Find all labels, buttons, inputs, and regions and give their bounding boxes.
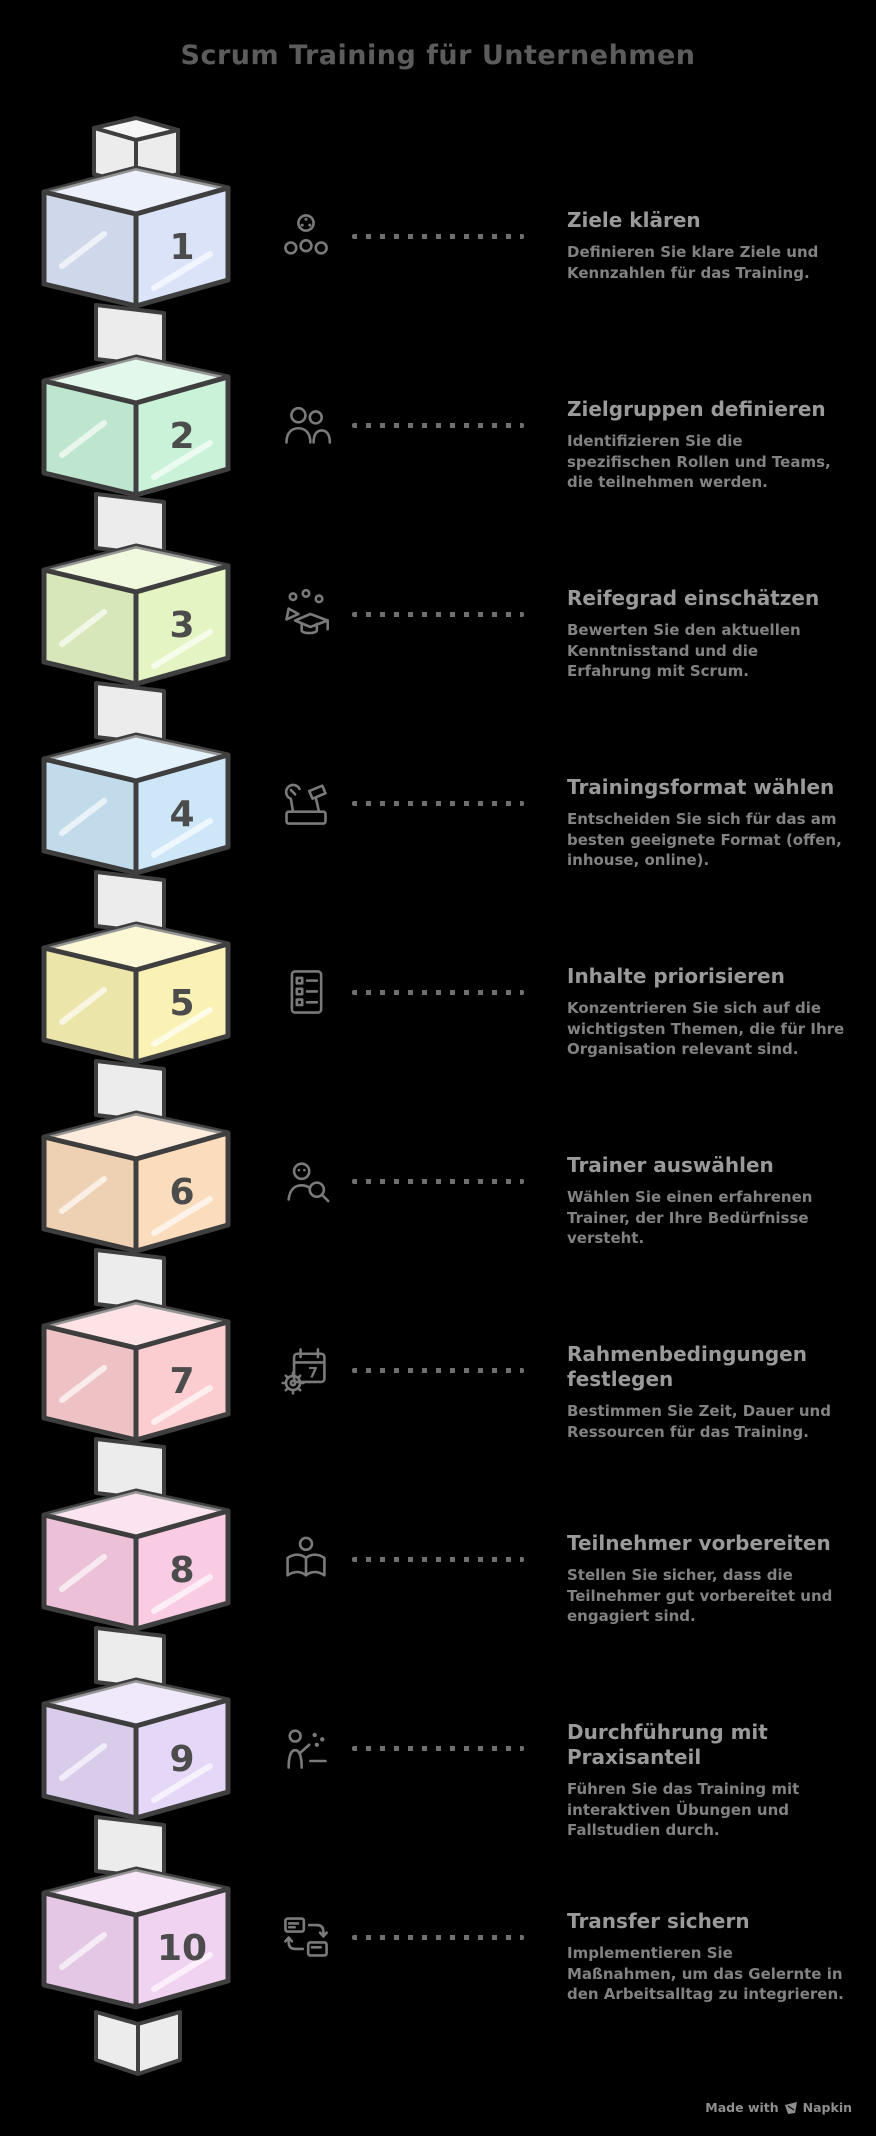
step-description: Führen Sie das Training mit interaktiven…	[567, 1780, 800, 1840]
step-row-8: 8 Teilnehmer vorbereiten Stellen Sie sic…	[0, 1435, 876, 1632]
block-cube-1: 1	[41, 116, 231, 309]
block-cube-3: 3	[41, 492, 231, 687]
step-title: Zielgruppen definieren	[567, 397, 826, 421]
dotted-connector	[352, 234, 524, 239]
dotted-connector	[352, 801, 524, 806]
step-description: Konzentrieren Sie sich auf die wichtigst…	[567, 999, 845, 1059]
transfer-icon	[276, 1907, 336, 1967]
graduation-cap-icon	[276, 584, 336, 644]
block-number: 10	[157, 1928, 207, 1969]
column-end-cap	[94, 2010, 182, 2076]
step-title: Ziele klären	[567, 208, 701, 232]
made-with-label: Made with	[705, 2100, 779, 2115]
person-search-icon	[276, 1151, 336, 1211]
dotted-connector	[352, 1368, 524, 1373]
block-number: 1	[169, 227, 194, 268]
team-goal-icon	[276, 206, 336, 266]
presenter-icon	[276, 1718, 336, 1778]
step-title: Reifegrad einschätzen	[567, 586, 820, 610]
step-title: Teilnehmer vorbereiten	[567, 1531, 831, 1555]
step-description: Entscheiden Sie sich für das am besten g…	[567, 810, 842, 870]
block-cube-10: 10	[41, 1815, 231, 2010]
block-number: 6	[169, 1172, 194, 1213]
block-cube-4: 4	[41, 681, 231, 876]
step-title: Inhalte priorisieren	[567, 964, 785, 988]
dotted-connector	[352, 423, 524, 428]
dotted-connector	[352, 1746, 524, 1751]
step-description: Bewerten Sie den aktuellen Kenntnisstand…	[567, 621, 801, 681]
brand-label: Napkin	[802, 2100, 852, 2115]
toolbox-icon	[276, 773, 336, 833]
block-number: 4	[169, 794, 194, 835]
step-row-3: 3 Reifegrad einschätzen Bewerten Sie den…	[0, 490, 876, 687]
step-description: Definieren Sie klare Ziele und Kennzahle…	[567, 243, 819, 282]
step-description: Wählen Sie einen erfahrenen Trainer, der…	[567, 1188, 813, 1248]
reading-icon	[276, 1529, 336, 1589]
svg-text:7: 7	[308, 1366, 318, 1382]
step-description: Bestimmen Sie Zeit, Dauer und Ressourcen…	[567, 1402, 831, 1441]
attribution: Made with Napkin	[705, 2100, 852, 2115]
block-cube-9: 9	[41, 1626, 231, 1821]
block-cube-5: 5	[41, 870, 231, 1065]
timeline: 1 Ziele klären Definieren Sie klare Ziel…	[0, 112, 876, 2010]
dotted-connector	[352, 1557, 524, 1562]
page-title: Scrum Training für Unternehmen	[180, 40, 696, 71]
block-number: 7	[169, 1361, 194, 1402]
block-cube-8: 8	[41, 1437, 231, 1632]
step-row-9: 9 Durchführung mit Praxisanteil Führen S…	[0, 1624, 876, 1839]
step-title: Trainer auswählen	[567, 1153, 774, 1177]
block-number: 5	[169, 983, 194, 1024]
block-number: 2	[169, 416, 194, 457]
block-number: 3	[169, 605, 194, 646]
dotted-connector	[352, 612, 524, 617]
step-description: Implementieren Sie Maßnahmen, um das Gel…	[567, 1944, 844, 2004]
block-cube-2: 2	[41, 303, 231, 498]
step-row-10: 10 Transfer sichern Implementieren Sie M…	[0, 1813, 876, 2010]
column-cap	[92, 116, 180, 188]
step-row-5: 5 Inhalte priorisieren Konzentrieren Sie…	[0, 868, 876, 1065]
users-icon	[276, 395, 336, 455]
step-title: Trainingsformat wählen	[567, 775, 835, 799]
step-title: Durchführung mit Praxisanteil	[567, 1720, 768, 1769]
step-row-7: 7 7 Rahmenbedingungen festlegen Bestimme…	[0, 1246, 876, 1443]
step-row-1: 1 Ziele klären Definieren Sie klare Ziel…	[0, 112, 876, 309]
step-row-4: 4 Trainingsformat wählen Entscheiden Sie…	[0, 679, 876, 876]
step-title: Rahmenbedingungen festlegen	[567, 1342, 807, 1391]
dotted-connector	[352, 1179, 524, 1184]
calendar-gear-icon: 7	[276, 1340, 336, 1400]
napkin-logo-icon	[784, 2101, 797, 2114]
dotted-connector	[352, 1935, 524, 1940]
dotted-connector	[352, 990, 524, 995]
step-title: Transfer sichern	[567, 1909, 750, 1933]
block-cube-7: 7	[41, 1248, 231, 1443]
block-cube-6: 6	[41, 1059, 231, 1254]
step-description: Identifizieren Sie die spezifischen Roll…	[567, 432, 831, 492]
checklist-icon	[276, 962, 336, 1022]
block-number: 9	[169, 1739, 194, 1780]
step-row-2: 2 Zielgruppen definieren Identifizieren …	[0, 301, 876, 498]
step-row-6: 6 Trainer auswählen Wählen Sie einen erf…	[0, 1057, 876, 1254]
step-description: Stellen Sie sicher, dass die Teilnehmer …	[567, 1566, 833, 1626]
block-number: 8	[169, 1550, 194, 1591]
